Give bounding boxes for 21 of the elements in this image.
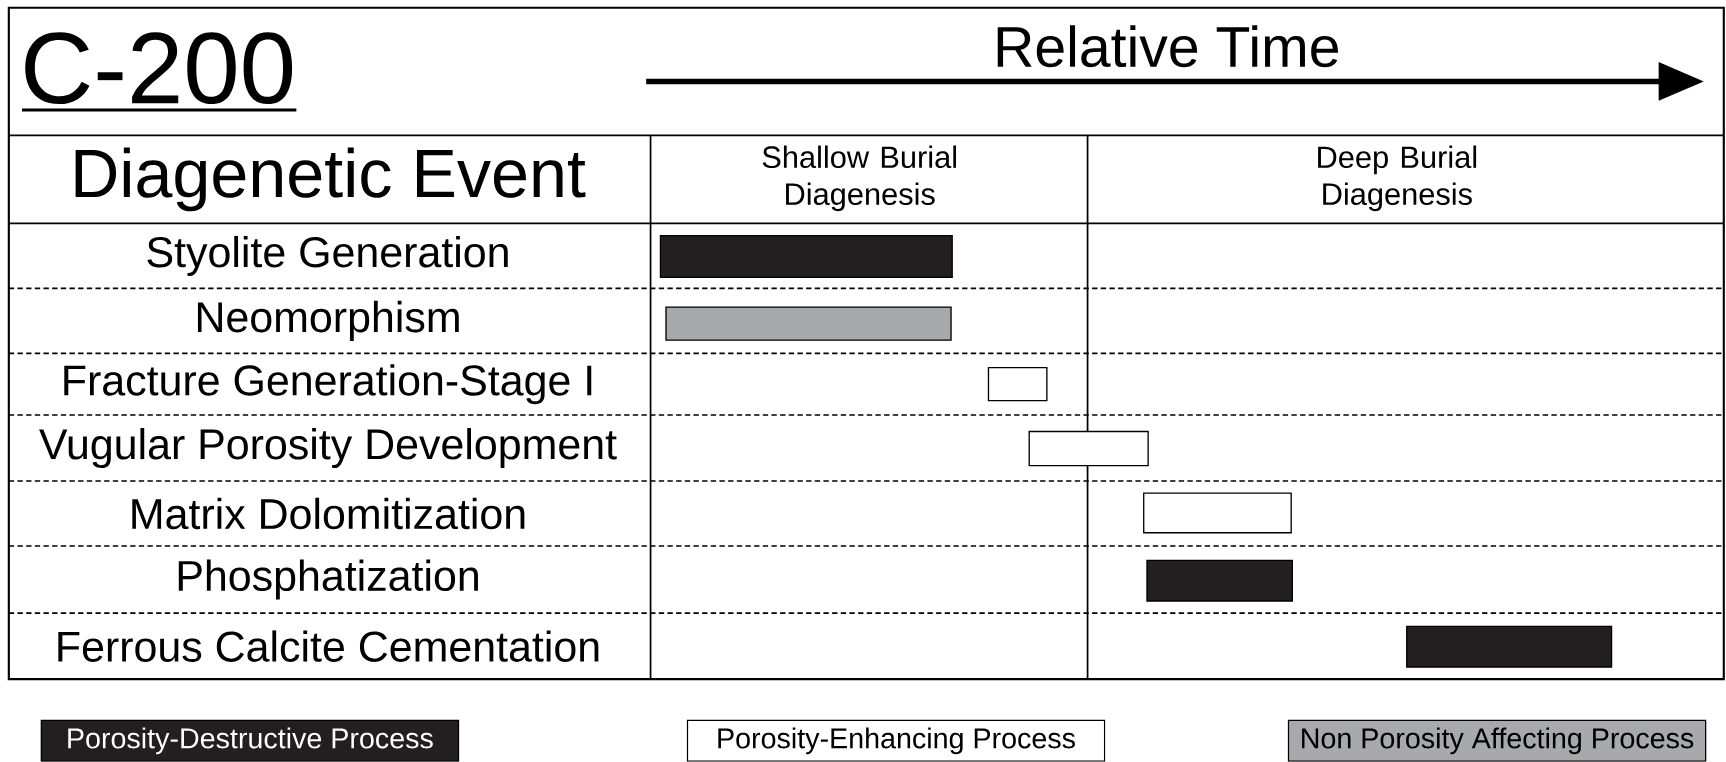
legend-item: Porosity-Destructive Process (40, 719, 460, 762)
duration-bar (1406, 625, 1613, 668)
row-label: Matrix Dolomitization (132, 497, 525, 530)
row-label: Vugular Porosity Development (39, 428, 617, 469)
duration-bar (665, 306, 952, 341)
column-header: Deep Burial Diagenesis (1318, 145, 1477, 212)
row-label: Ferrous Calcite Cementation (58, 630, 599, 663)
row-label: Fracture Generation-Stage I (64, 364, 592, 405)
duration-bar (1143, 492, 1292, 534)
legend-item: Non Porosity Affecting Process (1287, 719, 1707, 762)
duration-bar (659, 235, 953, 279)
row-label: Neomorphism (197, 301, 459, 341)
legend-item: Porosity-Enhancing Process (686, 719, 1106, 762)
column-header: Diagenetic Event (75, 147, 586, 212)
axis-label: Relative Time (997, 25, 1338, 68)
duration-bar (987, 367, 1048, 402)
chart-title: C-200 (22, 32, 297, 112)
duration-bar (1028, 430, 1149, 467)
duration-bar (1146, 559, 1293, 602)
row-label: Phosphatization (178, 559, 478, 600)
row-label: Styolite Generation (147, 236, 508, 277)
